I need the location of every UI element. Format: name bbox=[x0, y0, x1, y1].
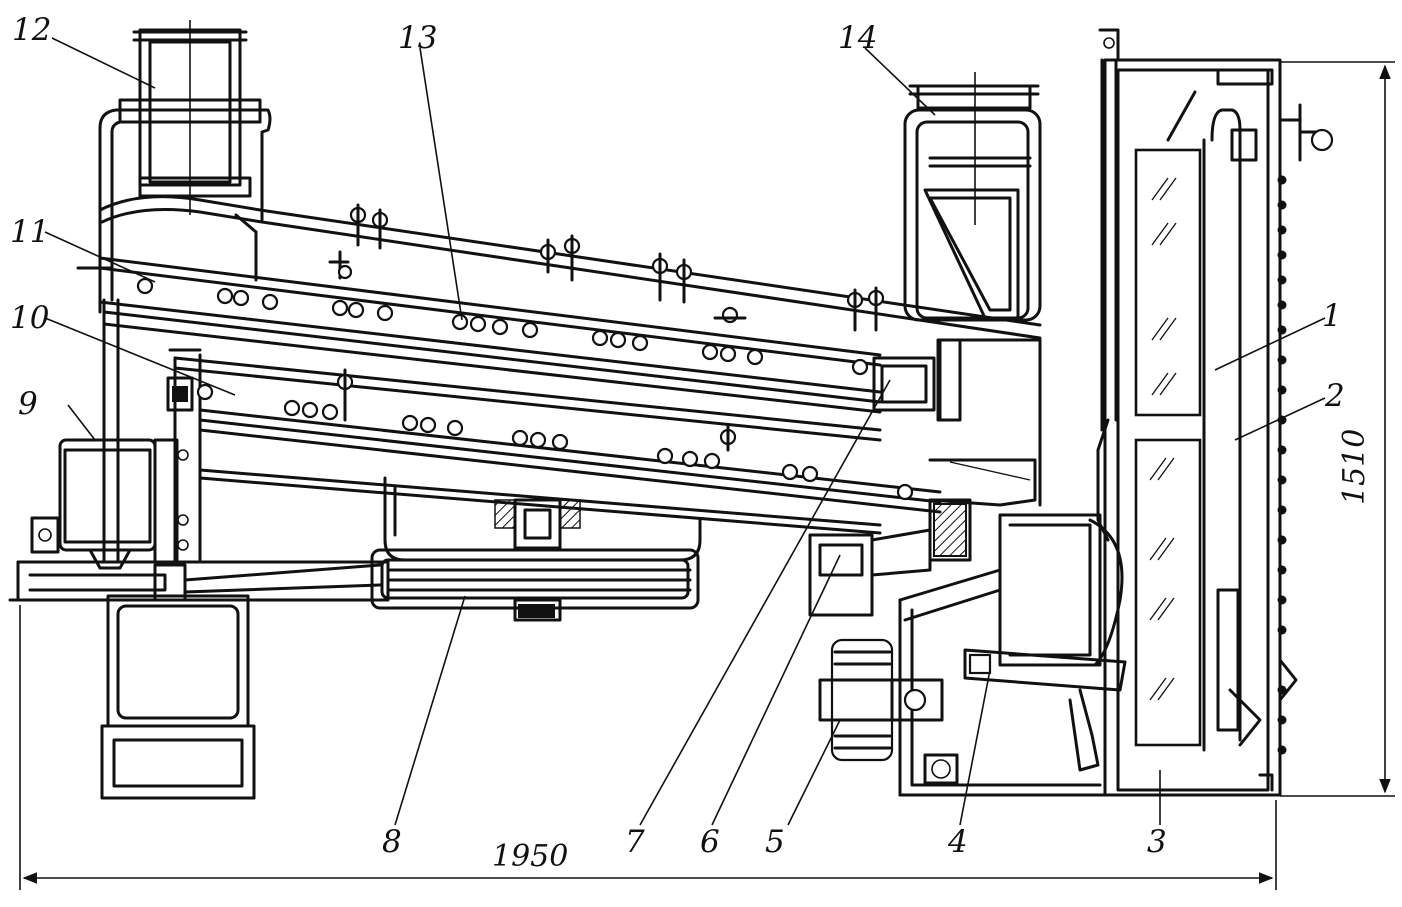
callout-2: 2 bbox=[1324, 378, 1345, 414]
callout-12: 12 bbox=[12, 12, 51, 48]
callout-8: 8 bbox=[382, 824, 402, 860]
inlet-pipe-left bbox=[118, 20, 262, 215]
callout-6: 6 bbox=[700, 824, 720, 860]
callout-1: 1 bbox=[1322, 298, 1342, 334]
leader-lines bbox=[44, 37, 1326, 826]
callout-3: 3 bbox=[1147, 824, 1167, 860]
upper-sieve-body bbox=[76, 195, 1042, 414]
glass-hatching bbox=[1149, 177, 1177, 701]
callout-11: 11 bbox=[10, 214, 49, 250]
callout-4: 4 bbox=[947, 824, 968, 860]
callout-9: 9 bbox=[18, 386, 38, 422]
callout-14: 14 bbox=[838, 20, 877, 56]
dimension-height bbox=[1280, 61, 1395, 797]
callout-7: 7 bbox=[625, 824, 645, 860]
dimension-width bbox=[19, 605, 1277, 890]
cabinet-edge-bolts bbox=[1277, 175, 1287, 755]
right-cabinet bbox=[1096, 28, 1334, 797]
sieve-cleaning-balls bbox=[136, 277, 914, 501]
dimension-height-label: 1510 bbox=[1337, 429, 1372, 505]
collector-box bbox=[808, 528, 932, 617]
dimension-width-label: 1950 bbox=[492, 839, 568, 874]
callout-10: 10 bbox=[10, 300, 49, 336]
motor bbox=[8, 438, 390, 602]
inlet-pipe-right bbox=[903, 72, 1042, 322]
left-housing bbox=[98, 108, 272, 800]
bottom-drive-unit bbox=[370, 476, 702, 622]
callout-13: 13 bbox=[398, 20, 437, 56]
drive-pulley bbox=[818, 638, 944, 762]
top-fasteners bbox=[336, 203, 885, 452]
lower-sieve-body bbox=[166, 338, 1042, 562]
callout-5: 5 bbox=[765, 824, 785, 860]
